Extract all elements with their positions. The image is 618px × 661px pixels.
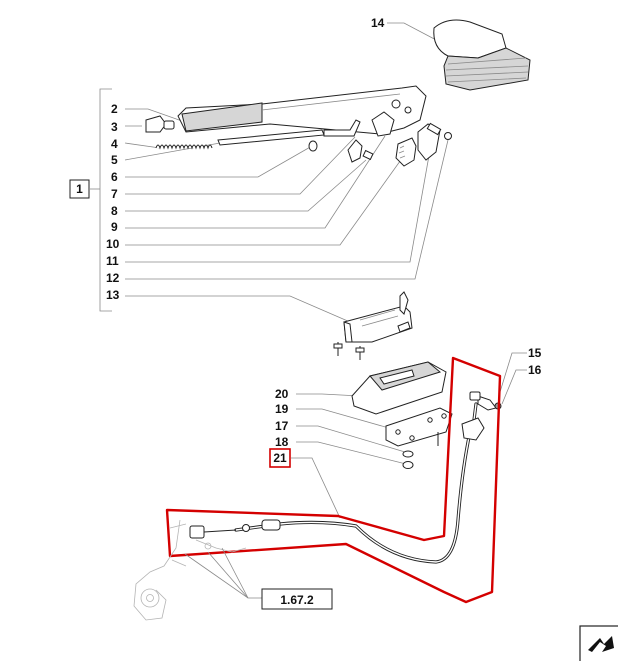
brake-cable-assembly: 21 xyxy=(165,356,502,604)
cable-upper-fitting xyxy=(461,417,485,441)
callout-9[interactable]: 9 xyxy=(111,220,118,234)
hand-lever-assembly xyxy=(145,85,452,167)
callout-11[interactable]: 11 xyxy=(106,254,119,268)
group-label-box xyxy=(69,179,90,199)
spring-pin-group: 15 16 xyxy=(477,346,542,411)
callout-14[interactable]: 14 xyxy=(371,16,385,30)
callout-16[interactable]: 16 xyxy=(528,363,542,377)
callout-10[interactable]: 10 xyxy=(106,237,120,251)
reference-box xyxy=(261,588,333,610)
callout-21[interactable]: 21 xyxy=(273,451,287,465)
cable-end-clevis xyxy=(189,525,205,539)
callout-5[interactable]: 5 xyxy=(111,153,118,167)
callout-12[interactable]: 12 xyxy=(106,271,120,285)
group-label: 1 xyxy=(76,182,83,196)
callout-18[interactable]: 18 xyxy=(275,435,289,449)
callout-7[interactable]: 7 xyxy=(111,187,118,201)
callout-4[interactable]: 4 xyxy=(111,137,118,151)
callout-8[interactable]: 8 xyxy=(111,204,118,218)
release-button xyxy=(145,115,167,133)
highlighted-label-box xyxy=(269,448,291,468)
brake-linkage-ghost xyxy=(133,519,247,621)
callout-20[interactable]: 20 xyxy=(275,387,289,401)
callout-leaders xyxy=(124,108,449,323)
callout-19[interactable]: 19 xyxy=(275,402,289,416)
group-bracket: 1 xyxy=(69,88,112,312)
lever-mount-bracket xyxy=(333,291,413,360)
lever-grip xyxy=(181,102,263,132)
spring xyxy=(155,144,213,150)
cable-sleeve xyxy=(261,519,281,531)
callout-15[interactable]: 15 xyxy=(528,346,542,360)
lower-bracket-group: 20 19 17 18 xyxy=(275,361,453,469)
callout-13[interactable]: 13 xyxy=(106,288,120,302)
callout-6[interactable]: 6 xyxy=(111,170,118,184)
callout-2[interactable]: 2 xyxy=(111,102,118,116)
reference-label[interactable]: 1.67.2 xyxy=(280,593,314,607)
release-rod xyxy=(217,129,325,146)
callout-list: 2 3 4 5 6 7 8 9 10 11 12 13 xyxy=(106,102,120,302)
lever-boot: 14 xyxy=(371,16,531,91)
callout-3[interactable]: 3 xyxy=(111,120,118,134)
highlight-outline xyxy=(165,356,502,604)
next-page-arrow-icon[interactable] xyxy=(579,625,618,661)
reference-callout: 1.67.2 xyxy=(184,547,333,610)
ratchet-sector xyxy=(395,137,417,167)
callout-17[interactable]: 17 xyxy=(275,419,289,433)
